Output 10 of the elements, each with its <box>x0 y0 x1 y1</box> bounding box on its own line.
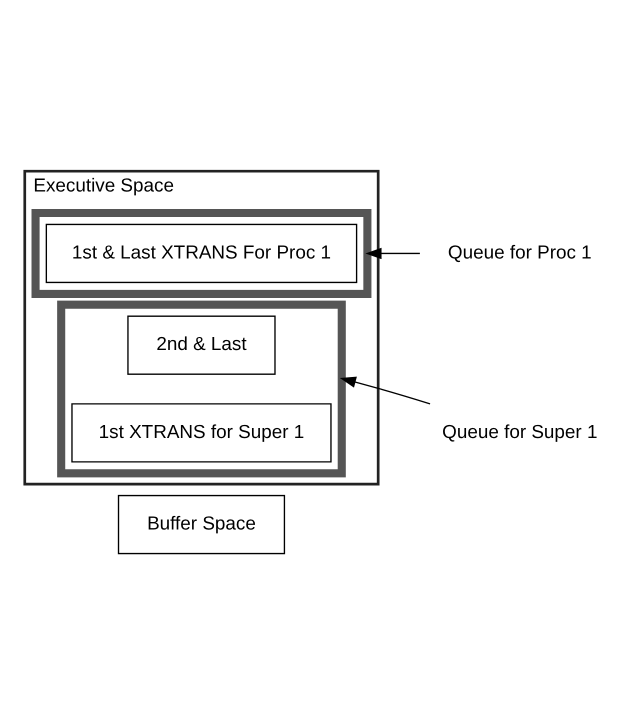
node-text: Queue for Proc 1 <box>448 242 592 263</box>
node-box: 2nd & Last <box>127 315 276 374</box>
node-text: Queue for Super 1 <box>442 421 598 442</box>
node-box: Buffer Space <box>118 494 286 554</box>
arrow <box>365 247 420 259</box>
node-box: 1st & Last XTRANS For Proc 1 <box>46 223 358 283</box>
cluster <box>32 208 372 298</box>
node-box: 1st XTRANS for Super 1 <box>71 402 332 462</box>
cluster <box>57 300 346 477</box>
arrow <box>340 376 430 404</box>
